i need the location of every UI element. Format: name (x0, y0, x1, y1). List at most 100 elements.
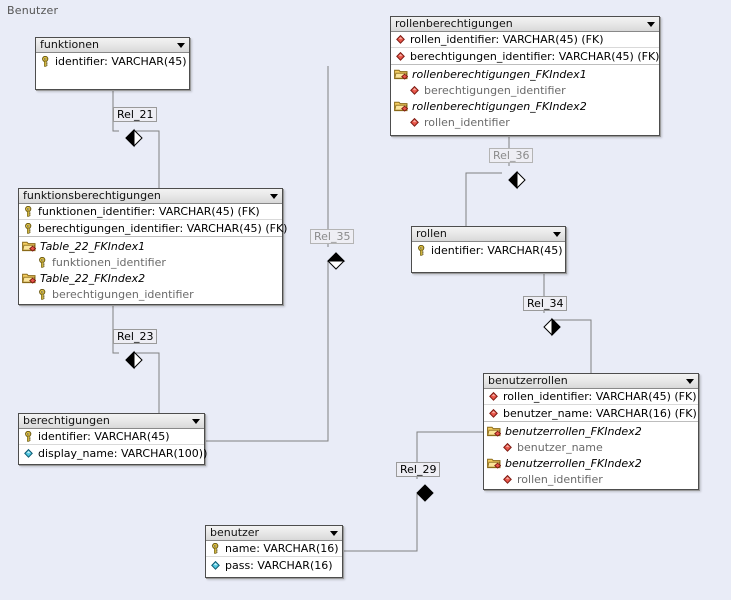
relationship-label-rel23[interactable]: Rel_23 (113, 329, 158, 344)
table-header-rollenberechtigungen[interactable]: rollenberechtigungen (391, 17, 659, 32)
index-column-row[interactable]: rollen_identifier (484, 471, 698, 487)
chevron-down-icon[interactable] (647, 21, 655, 27)
table-column-row[interactable]: berechtigungen_identifier: VARCHAR(45) (… (19, 220, 287, 236)
index-column-label: rollen_identifier (517, 472, 603, 486)
index-row[interactable]: rollenberechtigungen_FKIndex2 (391, 98, 659, 114)
index-column-label: benutzer_name (517, 440, 603, 454)
column-label: funktionen_identifier: VARCHAR(45) (FK) (38, 205, 260, 218)
column-list: name: VARCHAR(16)pass: VARCHAR(16) (206, 541, 342, 573)
table-column-row[interactable]: pass: VARCHAR(16) (206, 557, 342, 573)
table-rollenberechtigungen[interactable]: rollenberechtigungen rollen_identifier: V… (390, 16, 660, 136)
connector-funktionen-rel21-down[interactable] (134, 130, 160, 188)
key-icon (210, 543, 221, 554)
index-row[interactable]: benutzerrollen_FKIndex2 (484, 455, 698, 471)
chevron-down-icon[interactable] (553, 231, 561, 237)
column-label: berechtigungen_identifier: VARCHAR(45) (… (38, 221, 288, 235)
table-column-row[interactable]: benutzer_name: VARCHAR(16) (FK) (484, 405, 698, 421)
column-label: display_name: VARCHAR(100)) (38, 446, 208, 460)
chevron-down-icon[interactable] (330, 530, 338, 536)
relationship-diamond-rel29[interactable] (416, 484, 434, 502)
relationship-diamond-rel23[interactable] (125, 350, 143, 370)
folder-index-icon (22, 240, 36, 252)
column-label: identifier: VARCHAR(45) (55, 54, 187, 68)
chevron-down-icon[interactable] (686, 378, 694, 384)
index-column-row[interactable]: rollen_identifier (391, 114, 659, 130)
relationship-label-rel29[interactable]: Rel_29 (396, 462, 441, 477)
table-column-row[interactable]: name: VARCHAR(16) (206, 541, 342, 557)
red-diamond-icon (502, 442, 513, 453)
connector-rel23-down-to-berechtigungen[interactable] (134, 352, 160, 413)
table-name: rollenberechtigungen (395, 18, 513, 30)
table-header-rollen[interactable]: rollen (412, 227, 565, 242)
table-column-row[interactable]: rollen_identifier: VARCHAR(45) (FK) (484, 389, 698, 405)
index-row[interactable]: Table_22_FKIndex1 (19, 238, 282, 254)
folder-index-icon (487, 425, 501, 437)
table-header-benutzerrollen[interactable]: benutzerrollen (484, 374, 698, 389)
table-column-row[interactable]: funktionen_identifier: VARCHAR(45) (FK) (19, 204, 282, 220)
index-row[interactable]: rollenberechtigungen_FKIndex1 (391, 66, 659, 82)
chevron-down-icon[interactable] (177, 42, 185, 48)
index-name: rollenberechtigungen_FKIndex2 (412, 99, 587, 113)
index-row[interactable]: Table_22_FKIndex2 (19, 270, 282, 286)
blue-diamond-icon (210, 560, 221, 571)
connector-rel36-left-down[interactable] (465, 172, 502, 226)
relationship-diamond-rel21[interactable] (125, 128, 143, 148)
key-icon (37, 288, 48, 300)
column-list: rollen_identifier: VARCHAR(45) (FK) berec… (391, 32, 659, 65)
chevron-down-icon[interactable] (192, 418, 200, 424)
column-label: benutzer_name: VARCHAR(16) (FK) (503, 406, 697, 420)
table-name: benutzerrollen (488, 375, 568, 387)
column-label: pass: VARCHAR(16) (225, 558, 333, 572)
key-icon (416, 244, 427, 256)
table-header-benutzer[interactable]: benutzer (206, 526, 342, 541)
blue-diamond-icon (23, 448, 34, 459)
red-diamond-icon (488, 408, 499, 419)
table-column-row[interactable]: identifier: VARCHAR(45) (36, 53, 189, 69)
index-column-label: berechtigungen_identifier (52, 287, 194, 301)
red-diamond-icon (395, 51, 406, 62)
index-column-label: funktionen_identifier (52, 255, 166, 269)
column-list: funktionen_identifier: VARCHAR(45) (FK) b… (19, 204, 287, 237)
column-label: rollen_identifier: VARCHAR(45) (FK) (503, 390, 697, 403)
connector-rel29-down-to-benutzer[interactable] (343, 494, 418, 552)
column-label: rollen_identifier: VARCHAR(45) (FK) (410, 33, 604, 46)
table-column-row[interactable]: rollen_identifier: VARCHAR(45) (FK) (391, 32, 659, 48)
relationship-label-rel21[interactable]: Rel_21 (113, 107, 158, 122)
chevron-down-icon[interactable] (270, 193, 278, 199)
relationship-diamond-rel34[interactable] (543, 317, 561, 337)
index-column-row[interactable]: berechtigungen_identifier (19, 286, 282, 302)
connector-rel34-right-down[interactable] (552, 319, 592, 373)
index-column-row[interactable]: berechtigungen_identifier (391, 82, 659, 98)
red-diamond-icon (395, 34, 406, 45)
relationship-label-rel36[interactable]: Rel_36 (489, 148, 534, 163)
folder-index-icon (394, 100, 408, 112)
table-column-row[interactable]: identifier: VARCHAR(45) (412, 242, 565, 258)
table-header-berechtigungen[interactable]: berechtigungen (19, 414, 204, 429)
table-column-row[interactable]: display_name: VARCHAR(100)) (19, 445, 208, 461)
relationship-label-rel34[interactable]: Rel_34 (523, 296, 568, 311)
relationship-label-rel35[interactable]: Rel_35 (310, 229, 355, 244)
table-column-row[interactable]: berechtigungen_identifier: VARCHAR(45) (… (391, 48, 659, 64)
index-column-row[interactable]: benutzer_name (484, 439, 698, 455)
index-column-row[interactable]: funktionen_identifier (19, 254, 282, 270)
table-header-funktionen[interactable]: funktionen (36, 38, 189, 53)
column-list: identifier: VARCHAR(45) (36, 53, 189, 69)
relationship-diamond-rel36[interactable] (508, 170, 526, 190)
table-header-funktionsberechtigungen[interactable]: funktionsberechtigungen (19, 189, 282, 204)
relationship-diamond-rel35[interactable] (326, 252, 346, 270)
index-column-label: rollen_identifier (424, 115, 510, 129)
index-row[interactable]: benutzerrollen_FKIndex2 (484, 423, 698, 439)
index-name: Table_22_FKIndex2 (40, 271, 146, 285)
table-benutzerrollen[interactable]: benutzerrollen rollen_identifier: VARCHAR… (483, 373, 699, 490)
key-icon (23, 431, 34, 442)
table-column-row[interactable]: identifier: VARCHAR(45) (19, 429, 204, 445)
column-label: identifier: VARCHAR(45) (431, 243, 563, 257)
